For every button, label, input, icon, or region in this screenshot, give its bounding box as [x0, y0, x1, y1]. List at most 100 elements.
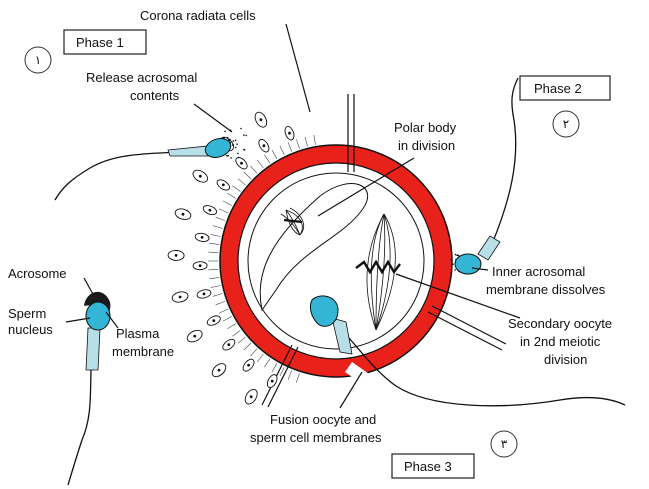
- release-dot: [451, 264, 453, 266]
- corona-strand: [223, 316, 232, 321]
- label-secondary-3: division: [544, 352, 587, 367]
- release-dot: [224, 131, 226, 133]
- label-inner-1: Inner acrosomal: [492, 264, 585, 279]
- sperm-phase-2: [455, 78, 518, 274]
- corona-strand: [211, 286, 221, 288]
- label-release-2: contents: [130, 88, 180, 103]
- phase-1-box: Phase 1: [64, 30, 146, 54]
- corona-cell-nucleus: [193, 335, 196, 338]
- corona-strand: [238, 337, 246, 344]
- corona-strand: [216, 301, 225, 304]
- corona-strand: [232, 186, 240, 192]
- marker-2: ٢: [553, 111, 579, 137]
- sperm-head-3: [455, 254, 481, 274]
- marker-2-text: ٢: [563, 117, 569, 131]
- leader-acrosome: [84, 278, 94, 296]
- corona-strand: [208, 252, 218, 253]
- marker-3-text: ٣: [501, 437, 508, 451]
- release-dot: [455, 254, 457, 256]
- sperm-phase-1: [55, 135, 233, 200]
- corona-strand: [296, 373, 299, 383]
- release-dot: [227, 155, 229, 157]
- corona-cell-nucleus: [199, 264, 202, 267]
- phase-3-box: Phase 3: [392, 454, 474, 478]
- corona-strand: [257, 160, 263, 168]
- label-plasma-2: membrane: [112, 344, 174, 359]
- marker-1-text: ١: [35, 53, 41, 67]
- release-dot: [230, 157, 232, 159]
- corona-cell-nucleus: [203, 293, 206, 296]
- label-sperm-1: Sperm: [8, 306, 46, 321]
- corona-strand: [244, 343, 251, 350]
- corona-cell-nucleus: [175, 254, 178, 257]
- corona-strand: [280, 146, 284, 155]
- label-plasma-1: Plasma: [116, 326, 160, 341]
- release-dot: [240, 128, 242, 130]
- corona-strand: [232, 330, 240, 336]
- release-dot: [236, 143, 238, 145]
- corona-cell-nucleus: [271, 380, 274, 383]
- release-dot: [235, 147, 237, 149]
- corona-strand: [219, 209, 228, 213]
- corona-strand: [216, 217, 225, 220]
- label-corona-radiata: Corona radiata cells: [140, 8, 256, 23]
- label-polar-2: in division: [398, 138, 455, 153]
- label-secondary-1: Secondary oocyte: [508, 316, 612, 331]
- corona-cell-nucleus: [260, 118, 263, 121]
- corona-strand: [208, 269, 218, 270]
- label-acrosome: Acrosome: [8, 266, 67, 281]
- corona-cell-nucleus: [199, 175, 202, 178]
- corona-strand: [288, 370, 292, 379]
- corona-cell-nucleus: [247, 364, 250, 367]
- phase-1-label: Phase 1: [76, 35, 124, 50]
- corona-cell-nucleus: [250, 395, 253, 398]
- release-dot: [233, 140, 235, 142]
- corona-cell-nucleus: [227, 343, 230, 346]
- leader-release: [194, 104, 232, 132]
- corona-strand: [250, 166, 257, 173]
- corona-cell-nucleus: [263, 144, 266, 147]
- corona-cell-nucleus: [212, 319, 215, 322]
- release-dot: [243, 134, 245, 136]
- label-secondary-2: in 2nd meiotic: [520, 334, 601, 349]
- sperm-midpiece: [168, 146, 208, 156]
- corona-strand: [288, 142, 292, 151]
- release-dot: [235, 140, 237, 142]
- corona-cell-nucleus: [179, 296, 182, 299]
- corona-strand: [219, 309, 228, 313]
- phase-3-label: Phase 3: [404, 459, 452, 474]
- corona-strand: [213, 294, 223, 297]
- marker-3: ٣: [491, 431, 517, 457]
- corona-strand: [257, 354, 263, 362]
- section-line-right-2: [432, 306, 506, 344]
- release-dot: [232, 144, 234, 146]
- label-fusion-2: sperm cell membranes: [250, 430, 382, 445]
- release-dot: [238, 157, 240, 159]
- phase-2-box: Phase 2: [520, 76, 610, 100]
- marker-1: ١: [25, 47, 51, 73]
- corona-strand: [238, 179, 246, 186]
- corona-cell-nucleus: [288, 132, 291, 135]
- release-dot: [454, 269, 456, 271]
- corona-strand: [305, 137, 308, 147]
- corona-strand: [223, 201, 232, 206]
- label-fusion-1: Fusion oocyte and: [270, 412, 376, 427]
- release-dot: [450, 259, 452, 261]
- sperm-tail: [55, 150, 205, 200]
- release-dot: [223, 137, 225, 139]
- sperm-nucleus: [86, 302, 110, 330]
- corona-cell-nucleus: [218, 369, 221, 372]
- corona-cell-nucleus: [201, 236, 204, 239]
- sperm-midpiece-3: [478, 236, 500, 260]
- corona-strand: [264, 359, 270, 367]
- label-polar-1: Polar body: [394, 120, 457, 135]
- corona-cell-nucleus: [240, 162, 243, 165]
- corona-strand: [296, 139, 299, 149]
- sperm-midpiece-2: [86, 328, 100, 370]
- corona-strand: [250, 349, 257, 356]
- corona-strand: [209, 243, 219, 244]
- release-dot: [452, 263, 454, 265]
- release-dot: [244, 149, 246, 151]
- corona-strand: [209, 277, 219, 278]
